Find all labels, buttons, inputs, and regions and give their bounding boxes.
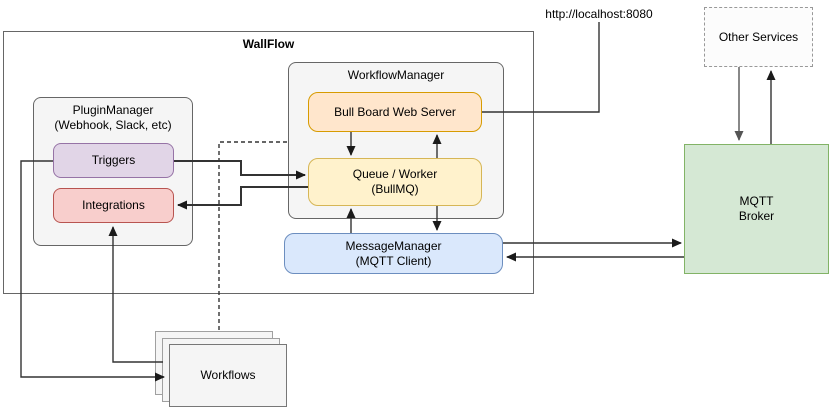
bull-board-label: Bull Board Web Server bbox=[334, 104, 456, 119]
integrations-node: Integrations bbox=[53, 188, 174, 223]
other-services-label: Other Services bbox=[718, 29, 799, 44]
message-manager-label-line1: MessageManager bbox=[345, 238, 442, 253]
localhost-url-label: http://localhost:8080 bbox=[545, 6, 653, 21]
workflows-node: Workflows bbox=[169, 344, 287, 407]
mqtt-broker-node: MQTT Broker bbox=[684, 144, 829, 274]
triggers-label: Triggers bbox=[91, 153, 136, 167]
queue-worker-node: Queue / Worker (BullMQ) bbox=[308, 158, 482, 206]
queue-worker-label-line2: (BullMQ) bbox=[371, 182, 419, 196]
workflows-label: Workflows bbox=[200, 368, 256, 382]
triggers-node: Triggers bbox=[53, 143, 174, 178]
workflow-manager-title: WorkflowManager bbox=[347, 68, 445, 82]
plugin-manager-title: PluginManager bbox=[72, 103, 154, 117]
message-manager-node: MessageManager (MQTT Client) bbox=[284, 233, 503, 274]
queue-worker-label-line1: Queue / Worker bbox=[352, 167, 438, 181]
message-manager-label-line2: (MQTT Client) bbox=[355, 253, 432, 268]
wallflow-title: WallFlow bbox=[242, 37, 295, 51]
integrations-label: Integrations bbox=[82, 198, 145, 212]
mqtt-broker-label-line2: Broker bbox=[738, 209, 775, 223]
bull-board-web-server-node: Bull Board Web Server bbox=[308, 92, 482, 132]
mqtt-broker-label-line1: MQTT bbox=[739, 194, 774, 208]
other-services-node: Other Services bbox=[704, 7, 813, 67]
plugin-manager-subtitle: (Webhook, Slack, etc) bbox=[54, 118, 172, 132]
